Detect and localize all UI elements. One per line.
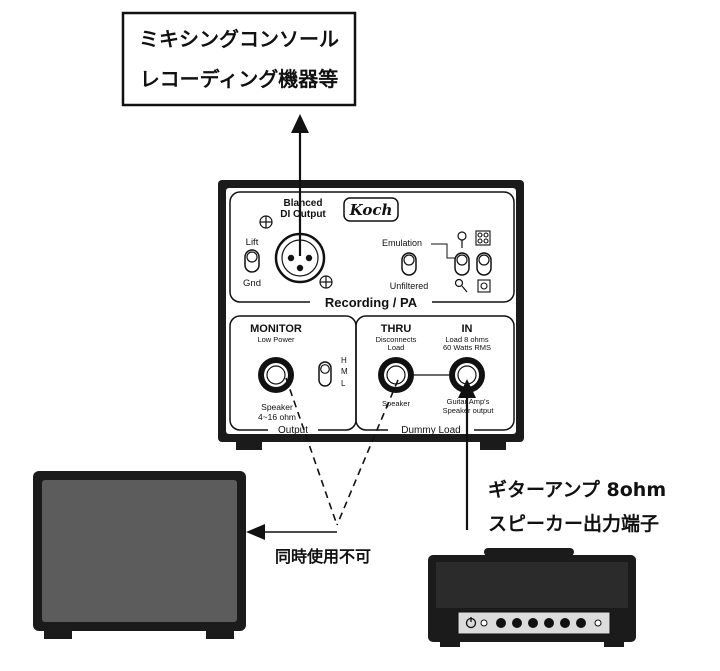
dummy-load-title: Dummy Load	[401, 425, 460, 436]
destination-line-1: ミキシングコンソール	[139, 27, 339, 51]
in-sub-1: Load 8 ohms	[445, 335, 489, 344]
level-l-label: L	[341, 379, 346, 388]
output-title: Output	[278, 425, 308, 436]
simultaneous-use-note: 同時使用不可	[275, 547, 371, 566]
dynamic-mic-icon	[454, 278, 468, 293]
4x12-cab-icon	[475, 230, 491, 246]
monitor-title: MONITOR	[250, 323, 302, 335]
amp-label-line2: スピーカー出力端子	[488, 512, 659, 535]
in-speaker-jack[interactable]	[449, 357, 485, 393]
gnd-label: Gnd	[243, 278, 261, 289]
in-jack-label-2: Speaker output	[443, 406, 495, 415]
monitor-level-switch[interactable]	[318, 361, 332, 387]
power-led-icon	[480, 619, 488, 627]
in-sub-2: 60 Watts RMS	[443, 343, 491, 352]
arrow-from-amp	[458, 379, 476, 530]
arrow-to-cabinet	[246, 524, 337, 540]
level-m-label: M	[341, 367, 348, 376]
monitor-speaker-jack[interactable]	[258, 357, 294, 393]
speaker-cabinet	[33, 471, 246, 639]
thru-sub-1: Disconnects	[376, 335, 417, 344]
di-label-line1: Blanced	[284, 198, 323, 209]
thru-sub-2: Load	[388, 343, 405, 352]
thru-speaker-jack[interactable]	[378, 357, 414, 393]
input-jack-icon	[594, 619, 602, 627]
in-jack-label-1: Guitar Amp's	[447, 397, 490, 406]
amp-knob-icons	[496, 618, 586, 628]
lift-label: Lift	[246, 237, 259, 248]
speaker-select-switch[interactable]	[476, 252, 492, 276]
in-title: IN	[462, 323, 473, 335]
amp-label-line1: ギターアンプ 8ohm	[488, 478, 666, 501]
thru-jack-label: Speaker	[382, 399, 410, 408]
guitar-amp-head	[428, 548, 636, 647]
emulation-switch[interactable]	[401, 252, 417, 276]
level-h-label: H	[341, 356, 347, 365]
mic-select-switch[interactable]	[454, 252, 470, 276]
condenser-mic-icon	[457, 231, 467, 248]
exclusive-use-dashed-lines	[285, 377, 399, 526]
monitor-subtitle: Low Power	[257, 335, 295, 344]
thru-title: THRU	[381, 323, 412, 335]
destination-line-2: レコーディング機器等	[140, 67, 339, 91]
arrow-to-console	[291, 114, 309, 256]
di-label-line2: DI Output	[280, 209, 326, 220]
screw-icon	[259, 215, 333, 289]
monitor-jack-label-1: Speaker	[261, 402, 293, 412]
brand-text: Koch	[349, 201, 393, 219]
monitor-jack-label-2: 4~16 ohm	[258, 412, 296, 422]
unfiltered-label: Unfiltered	[390, 281, 429, 291]
emulation-label: Emulation	[382, 238, 422, 248]
power-icon	[465, 617, 477, 629]
ground-lift-switch[interactable]	[244, 249, 260, 273]
recording-pa-title: Recording / PA	[325, 295, 418, 310]
destination-box: ミキシングコンソール レコーディング機器等	[121, 11, 357, 107]
di-box-device: Koch Blanced DI Output Lift Gnd Emulatio…	[218, 180, 524, 450]
koch-logo: Koch	[343, 197, 399, 222]
1x12-cab-icon	[477, 279, 491, 293]
